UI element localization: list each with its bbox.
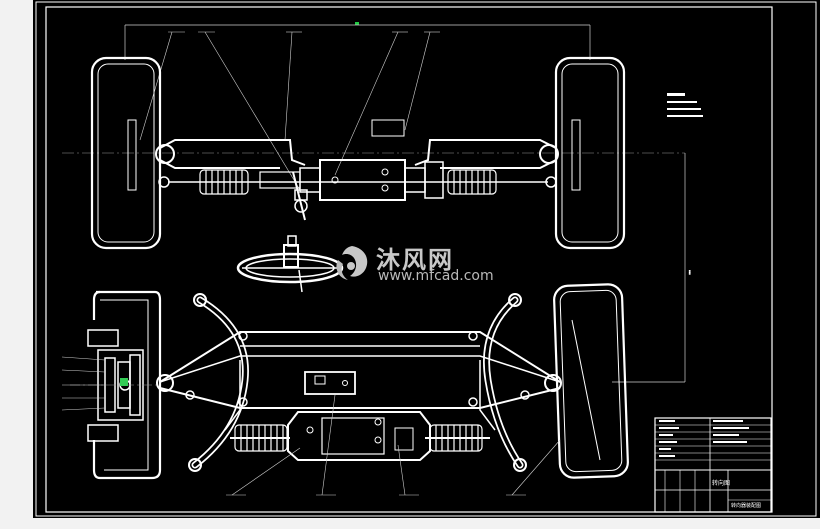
watermark-text-cn: 沐风网 [376,246,454,274]
boot-bottom-left [234,424,288,452]
outer-frame [35,1,817,517]
title-block-drawing-name: 转向器装配图 [731,503,762,509]
title-block [654,417,772,513]
boot-top-left [199,169,249,195]
watermark: 沐风网 www.mfcad.com [330,240,500,290]
mfcad-logo-icon [336,246,368,280]
watermark-text-en: www.mfcad.com [378,268,494,284]
technical-notes [667,93,703,117]
wheel-bottom-left [92,290,162,480]
steering-wheel [236,235,344,293]
inner-frame [45,6,773,513]
wheel-top-left [90,56,162,250]
wheel-bottom-right [553,283,629,479]
drawing-background [33,0,820,518]
origin-marker [355,22,359,25]
wheel-top-right [554,56,626,250]
title-block-title: 转向图 [712,480,731,487]
label-box [371,119,405,137]
top-assembly: ··· [62,24,703,383]
hub-highlight [120,378,128,386]
bottom-assembly [61,283,629,496]
boot-top-right [447,169,497,195]
svg-text:···: ··· [686,270,692,275]
